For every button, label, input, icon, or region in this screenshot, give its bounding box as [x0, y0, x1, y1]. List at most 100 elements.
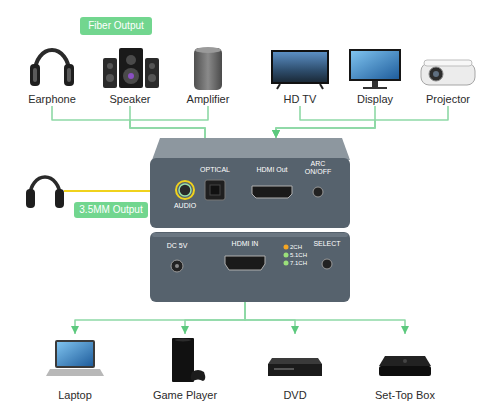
- earphone-icon: [30, 50, 74, 86]
- dvd-icon: [268, 358, 322, 376]
- node-label: 3.5MM Output: [79, 204, 142, 216]
- port-label: AUDIO: [170, 202, 200, 210]
- amplifier-icon: [194, 47, 222, 90]
- connector-line: [185, 302, 245, 334]
- extractor-front: [210, 185, 220, 195]
- device-box: Speaker: [92, 42, 168, 106]
- headphone-icon: [55, 189, 64, 208]
- connector-line: [75, 302, 245, 334]
- extractor-front: [176, 181, 194, 199]
- console-icon: [172, 338, 205, 382]
- connector-line: [130, 106, 205, 138]
- node-label: Laptop: [58, 389, 92, 402]
- connector-line: [245, 302, 295, 334]
- speaker-icon: [128, 73, 134, 79]
- laptop-icon: [55, 340, 95, 368]
- node-label: Amplifier: [187, 93, 230, 106]
- node-label: Earphone: [28, 93, 76, 106]
- set-top-box-icon: [379, 356, 431, 376]
- headphone-icon: [26, 189, 35, 208]
- speaker-icon: [126, 55, 136, 65]
- projector-icon: [421, 60, 475, 85]
- speaker-icon: [123, 68, 139, 84]
- connector-line: [276, 106, 375, 138]
- port-label: SELECT: [310, 240, 344, 248]
- extractor-front: [152, 138, 350, 160]
- device-box: HD TV: [262, 42, 338, 106]
- device-box: Game Player: [143, 334, 227, 402]
- port-label: DC 5V: [162, 242, 192, 250]
- node-label: Display: [357, 93, 393, 106]
- connector-line: [245, 302, 405, 334]
- extractor-front: [150, 158, 350, 228]
- extractor-back: [225, 256, 265, 270]
- tv-icon: [277, 84, 280, 89]
- extractor-front: [313, 187, 323, 197]
- earphone-icon: [33, 68, 37, 82]
- port-label: HDMI IN: [223, 240, 267, 248]
- monitor-icon: [349, 49, 401, 89]
- port-label: 7.1CH: [290, 259, 314, 267]
- dvd-icon: [268, 358, 322, 364]
- node-label: Set-Top Box: [375, 389, 435, 402]
- node-label: Speaker: [110, 93, 151, 106]
- extractor-back: [150, 232, 350, 302]
- port-label: OPTICAL: [197, 166, 233, 174]
- dvd-icon: [274, 368, 294, 370]
- tv-icon: [273, 52, 327, 82]
- output-tag: 3.5MM Output: [74, 202, 148, 218]
- speaker-icon: [107, 63, 113, 69]
- extractor-back: [171, 260, 183, 272]
- extractor-back: [284, 261, 289, 266]
- connector-line: [130, 106, 208, 138]
- port-label: 2CH: [290, 243, 314, 251]
- set-top-box-icon: [379, 366, 431, 376]
- monitor-icon: [363, 87, 387, 89]
- projector-icon: [424, 60, 472, 66]
- extractor-back: [150, 232, 350, 302]
- speaker-icon: [145, 58, 159, 88]
- console-icon: [175, 339, 191, 342]
- monitor-icon: [349, 49, 401, 81]
- node-label: DVD: [283, 389, 306, 402]
- extractor-front: [205, 180, 225, 200]
- extractor-unit: DC 5V HDMI IN 2CH5.1CH7.1CH SELECT: [150, 232, 350, 302]
- port-label: 5.1CH: [290, 251, 314, 259]
- monitor-icon: [372, 81, 378, 87]
- earphone-icon: [67, 68, 71, 82]
- extractor-unit: OPTICAL HDMI Out ARC ON/OFF AUDIO: [150, 138, 350, 230]
- earphone-icon: [35, 50, 69, 72]
- device-box: Earphone: [14, 42, 90, 106]
- extractor-back: [175, 264, 179, 268]
- speaker-icon: [148, 74, 156, 82]
- monitor-icon: [351, 51, 399, 79]
- node-label: Game Player: [153, 389, 217, 402]
- device-box: Amplifier: [170, 42, 246, 106]
- speaker-icon: [103, 58, 117, 88]
- port-label: HDMI Out: [250, 166, 294, 174]
- extractor-back: [152, 233, 348, 237]
- speaker-icon: [103, 48, 159, 88]
- tv-icon: [320, 84, 323, 89]
- speaker-icon: [106, 74, 114, 82]
- device-box: Projector: [410, 42, 486, 106]
- extractor-front: [179, 184, 191, 196]
- extractor-front: [150, 138, 350, 228]
- dvd-icon: [268, 364, 322, 376]
- port-label: ARC ON/OFF: [302, 160, 334, 176]
- earphone-icon: [64, 64, 74, 86]
- device-box: Laptop: [33, 334, 117, 402]
- set-top-box-icon: [403, 359, 407, 363]
- headphone-icon: [26, 177, 64, 208]
- extractor-back: [322, 259, 332, 269]
- connector-line: [52, 106, 205, 138]
- laptop-icon: [46, 369, 104, 376]
- device-box: DVD: [253, 334, 337, 402]
- extractor-back: [284, 245, 289, 250]
- console-icon: [172, 338, 194, 382]
- projector-icon: [433, 71, 439, 77]
- connector-line: [276, 106, 375, 138]
- amplifier-icon: [194, 48, 222, 90]
- node-label: Projector: [426, 93, 470, 106]
